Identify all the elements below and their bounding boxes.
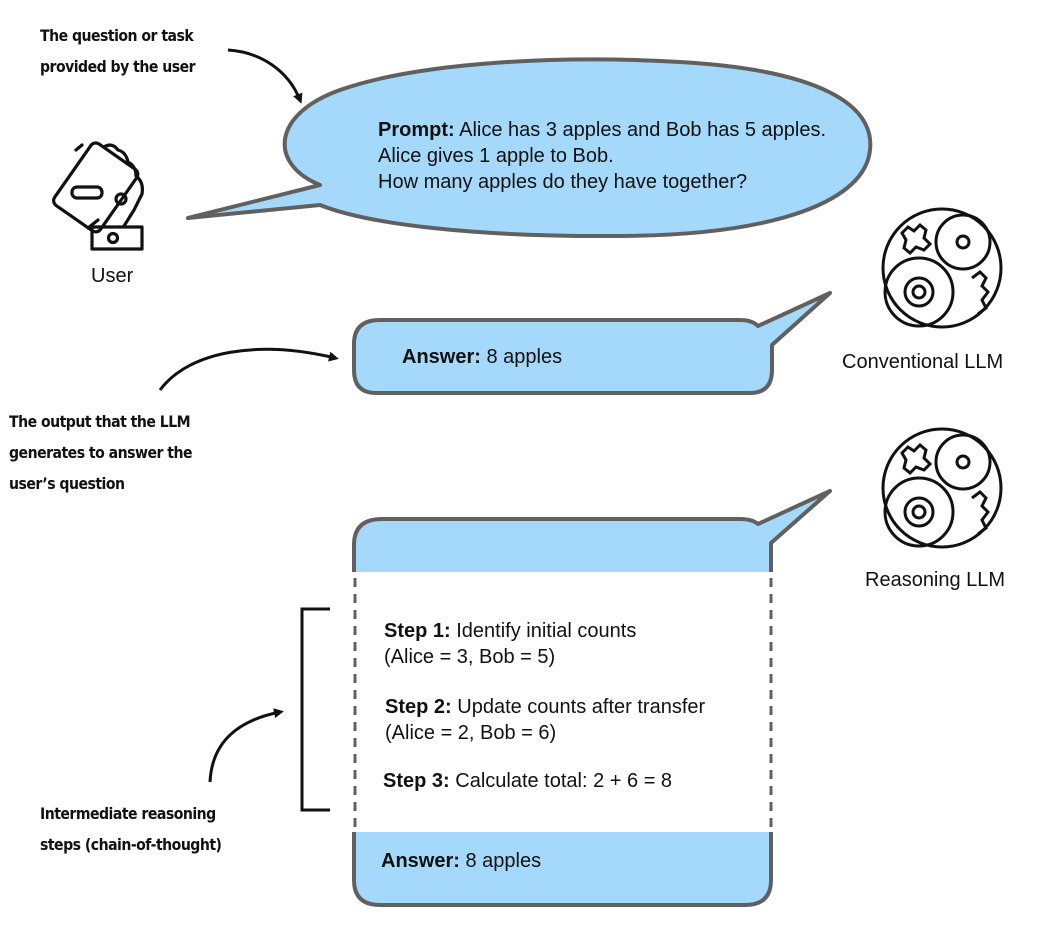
prompt-text: Prompt: Alice has 3 apples and Bob has 5… (378, 117, 826, 195)
prompt-label: Prompt: (378, 119, 455, 141)
conventional-answer: Answer: 8 apples (402, 344, 562, 370)
step-label: Step 1: (384, 620, 451, 642)
step-text: Update counts after transfer (457, 696, 706, 718)
prompt-line: Alice gives 1 apple to Bob. (378, 145, 614, 167)
answer-label: Answer: (381, 850, 460, 872)
annotation-llm-output: The output that the LLM generates to ans… (9, 406, 193, 499)
annotation-reasoning: Intermediate reasoning steps (chain-of-t… (40, 798, 222, 860)
answer-label: Answer: (402, 346, 481, 368)
user-label: User (91, 265, 134, 287)
reasoning-step: Step 2: Update counts after transfer (Al… (385, 694, 705, 746)
step-label: Step 2: (385, 696, 452, 718)
annotation-user-prompt: The question or task provided by the use… (40, 20, 196, 82)
answer-value: 8 apples (465, 850, 542, 872)
reasoning-llm-label: Reasoning LLM (865, 569, 1006, 591)
reasoning-bracket (300, 607, 330, 812)
hand-holding-phone-icon (52, 141, 144, 251)
annotation-line: The output that the LLM (9, 412, 191, 431)
prompt-bubble (186, 57, 873, 239)
annotation-line: user’s question (9, 474, 125, 493)
brain-gears-icon (881, 427, 1003, 549)
brain-gears-icon (881, 207, 1003, 329)
step-label: Step 3: (383, 770, 450, 792)
step-text: Identify initial counts (456, 620, 637, 642)
conventional-answer-bubble (352, 291, 832, 395)
annotation-line: The question or task (40, 26, 194, 45)
step-detail: (Alice = 2, Bob = 6) (385, 722, 557, 744)
arrow-to-prompt (227, 48, 303, 104)
prompt-line: How many apples do they have together? (378, 171, 748, 193)
annotation-line: generates to answer the (9, 443, 193, 462)
annotation-line: Intermediate reasoning (40, 804, 216, 823)
prompt-line: Alice has 3 apples and Bob has 5 apples. (459, 119, 827, 141)
step-detail: (Alice = 3, Bob = 5) (384, 646, 556, 668)
reasoning-bubble-top (354, 491, 830, 572)
reasoning-answer: Answer: 8 apples (381, 848, 541, 874)
reasoning-bubble-bottom (354, 832, 771, 905)
step-text: Calculate total: 2 + 6 = 8 (455, 770, 673, 792)
arrow-to-steps (208, 708, 284, 783)
reasoning-step: Step 3: Calculate total: 2 + 6 = 8 (383, 768, 672, 794)
arrow-to-answer (158, 347, 339, 391)
annotation-line: steps (chain-of-thought) (40, 835, 222, 854)
reasoning-step: Step 1: Identify initial counts (Alice =… (384, 618, 636, 670)
answer-value: 8 apples (486, 346, 563, 368)
conventional-llm-label: Conventional LLM (842, 351, 1004, 373)
annotation-line: provided by the user (40, 57, 196, 76)
